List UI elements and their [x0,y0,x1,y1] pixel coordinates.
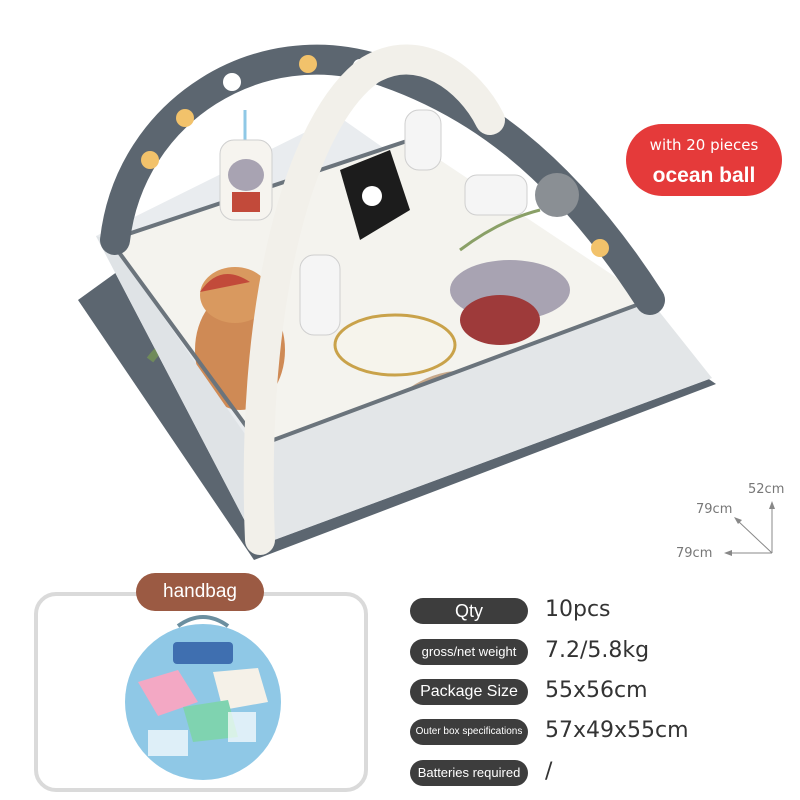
dimension-depth: 79cm [696,502,733,517]
fish-toy [464,174,528,216]
spec-label-outer-box: Outer box specifications [410,719,528,745]
handbag-image [125,615,281,780]
dimension-width: 79cm [676,546,713,561]
handbag-label: handbag [136,573,264,611]
round-toy [404,109,442,171]
spec-value-weight: 7.2/5.8kg [545,638,650,663]
spec-value-package-size: 55x56cm [545,678,648,703]
product-image [78,44,716,560]
spec-value-qty: 10pcs [545,597,611,622]
spec-label-qty: Qty [410,598,528,624]
mirror-toy [535,173,579,217]
spec-label-weight: gross/net weight [410,639,528,665]
ocean-ball-badge: with 20 pieces ocean ball [626,124,782,196]
spec-value-batteries: / [545,759,553,784]
spec-label-batteries: Batteries required [410,760,528,786]
dimension-arrows-icon [724,501,775,556]
spec-value-outer-box: 57x49x55cm [545,718,689,743]
spec-label-package-size: Package Size [410,679,528,705]
drum-illustration [333,313,457,377]
dimension-height: 52cm [748,482,785,497]
badge-line-2: ocean ball [652,164,756,187]
handbag-frame [34,592,368,792]
badge-line-1: with 20 pieces [649,136,759,154]
